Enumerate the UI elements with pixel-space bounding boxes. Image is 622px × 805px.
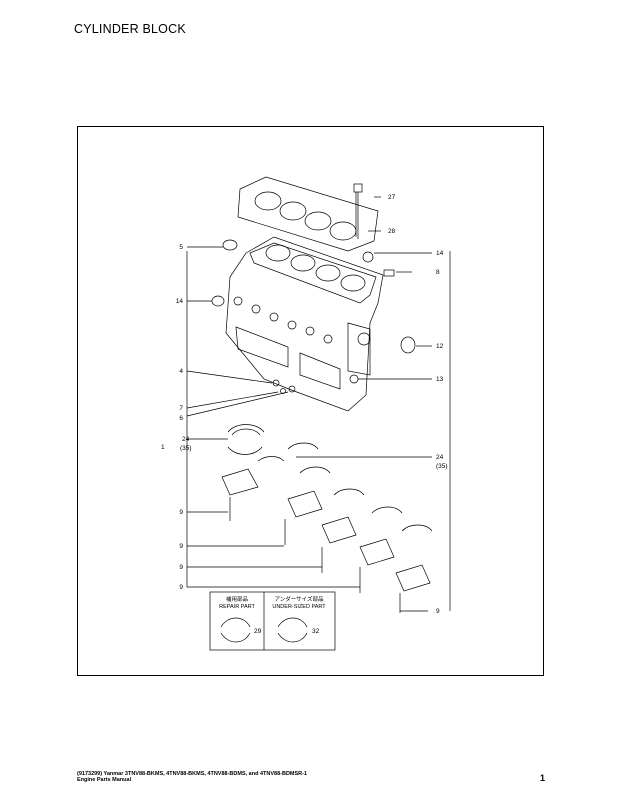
callout-6: 6 [179,415,183,422]
callout-29: 29 [254,628,262,635]
leader-lines [186,196,451,612]
page-title: CYLINDER BLOCK [74,22,186,36]
main-bearings [221,424,433,613]
callout-35-left: (35) [180,445,192,452]
callout-9-d: 9 [179,584,183,591]
footer-manual-title: (9173299) Yanmar 3TNV88-BKMS, 4TNV88-BKM… [77,771,308,777]
repair-part-box [209,591,336,651]
head-bolt [353,183,363,239]
callout-4: 4 [179,368,183,375]
callout-14-left: 14 [176,298,184,305]
repair-part-title: REPAIR PART [219,604,255,610]
repair-part-title-jp: 補用部品 [226,595,249,603]
callout-9-b: 9 [179,543,183,550]
callout-9-c: 9 [179,564,183,571]
undersized-part-title: UNDER-SIZED PART [272,604,326,610]
callout-24-right: 24 [436,454,444,461]
callout-9-a: 9 [179,509,183,516]
callout-7: 7 [179,405,183,412]
callout-24-left: 24 [182,436,190,443]
callout-8: 8 [436,269,440,276]
cylinder-block [225,236,384,412]
callout-13: 13 [436,376,444,383]
footer-manual-subtitle: Engine Parts Manual [77,777,132,784]
undersized-part-title-jp: アンダーサイズ部品 [274,595,324,603]
callout-1: 1 [161,444,165,451]
callout-27: 27 [388,194,396,201]
page-number: 1 [540,773,546,783]
head-gasket [237,176,379,252]
callout-35-right: (35) [436,463,448,470]
diagram-frame: 27 28 5 14 8 14 12 13 4 7 6 1 24 (35) 24… [77,126,544,676]
callout-5: 5 [179,244,183,251]
callout-12: 12 [436,343,444,350]
callout-32: 32 [312,628,320,635]
footer: (9173299) Yanmar 3TNV88-BKMS, 4TNV88-BKM… [77,771,307,783]
cylinder-block-diagram: 27 28 5 14 8 14 12 13 4 7 6 1 24 (35) 24… [161,176,451,651]
callout-9-e: 9 [436,608,440,615]
callout-14-right: 14 [436,250,444,257]
callout-28: 28 [388,228,396,235]
